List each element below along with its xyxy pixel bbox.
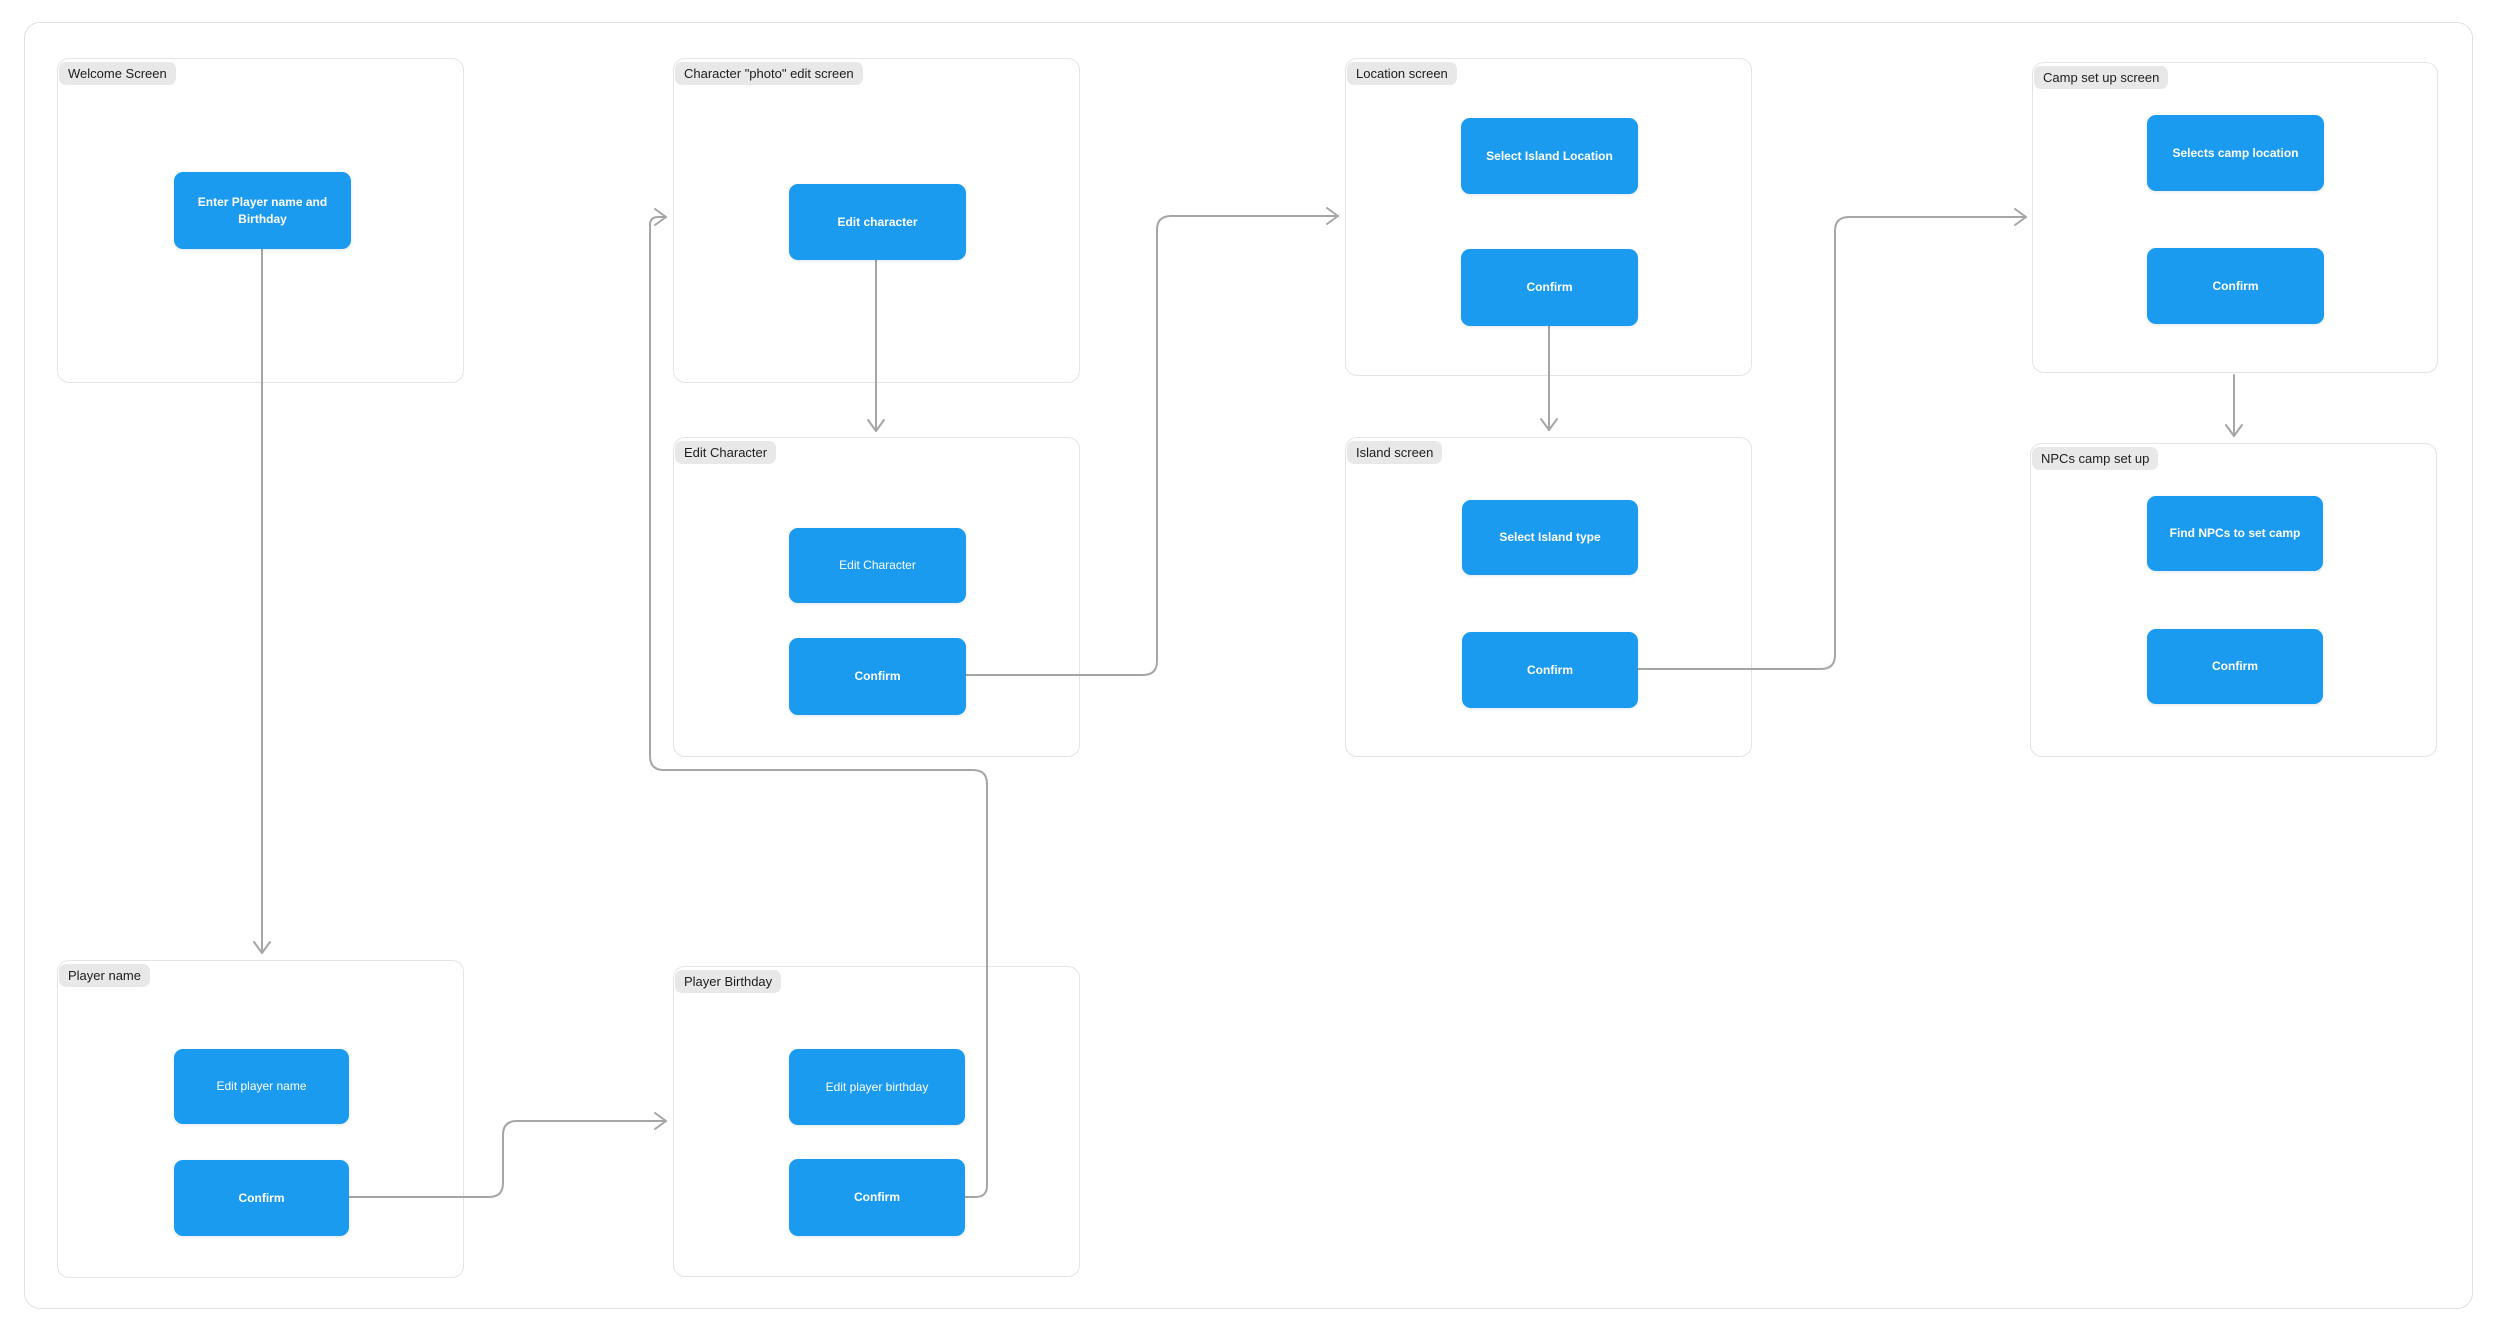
node-selects-camp-location-camp-set-up-screen[interactable]: Selects camp location xyxy=(2147,115,2324,191)
node-enter-player-name-and-birthday-welcome-screen[interactable]: Enter Player name and Birthday xyxy=(174,172,351,249)
section-label-edit-character-frame[interactable]: Edit Character xyxy=(675,441,777,464)
node-select-island-location-location-screen[interactable]: Select Island Location xyxy=(1461,118,1638,194)
node-confirm-player-name[interactable]: Confirm xyxy=(174,1160,349,1236)
section-label-npcs-camp-set-up[interactable]: NPCs camp set up xyxy=(2032,447,2159,470)
node-confirm-npcs-camp-set-up[interactable]: Confirm xyxy=(2147,629,2323,704)
node-confirm-camp-set-up-screen[interactable]: Confirm xyxy=(2147,248,2324,324)
node-confirm-player-birthday[interactable]: Confirm xyxy=(789,1159,965,1236)
section-label-welcome-screen[interactable]: Welcome Screen xyxy=(59,62,176,85)
node-select-island-type-island-screen[interactable]: Select Island type xyxy=(1462,500,1638,575)
section-label-location-screen[interactable]: Location screen xyxy=(1347,62,1457,85)
section-label-camp-set-up-screen[interactable]: Camp set up screen xyxy=(2034,66,2169,89)
section-label-player-birthday[interactable]: Player Birthday xyxy=(675,970,782,993)
node-confirm-location-screen[interactable]: Confirm xyxy=(1461,249,1638,326)
node-confirm-island-screen[interactable]: Confirm xyxy=(1462,632,1638,708)
section-label-character-photo-edit-screen[interactable]: Character "photo" edit screen xyxy=(675,62,863,85)
node-confirm-edit-character-frame[interactable]: Confirm xyxy=(789,638,966,715)
section-label-island-screen[interactable]: Island screen xyxy=(1347,441,1443,464)
node-edit-player-birthday-player-birthday[interactable]: Edit player birthday xyxy=(789,1049,965,1125)
node-edit-player-name-player-name[interactable]: Edit player name xyxy=(174,1049,349,1124)
section-label-player-name[interactable]: Player name xyxy=(59,964,150,987)
node-edit-character-2-edit-character-frame[interactable]: Edit Character xyxy=(789,528,966,603)
node-find-npcs-to-set-camp-npcs-camp-set-up[interactable]: Find NPCs to set camp xyxy=(2147,496,2323,571)
node-edit-character-character-photo-edit-screen[interactable]: Edit character xyxy=(789,184,966,260)
